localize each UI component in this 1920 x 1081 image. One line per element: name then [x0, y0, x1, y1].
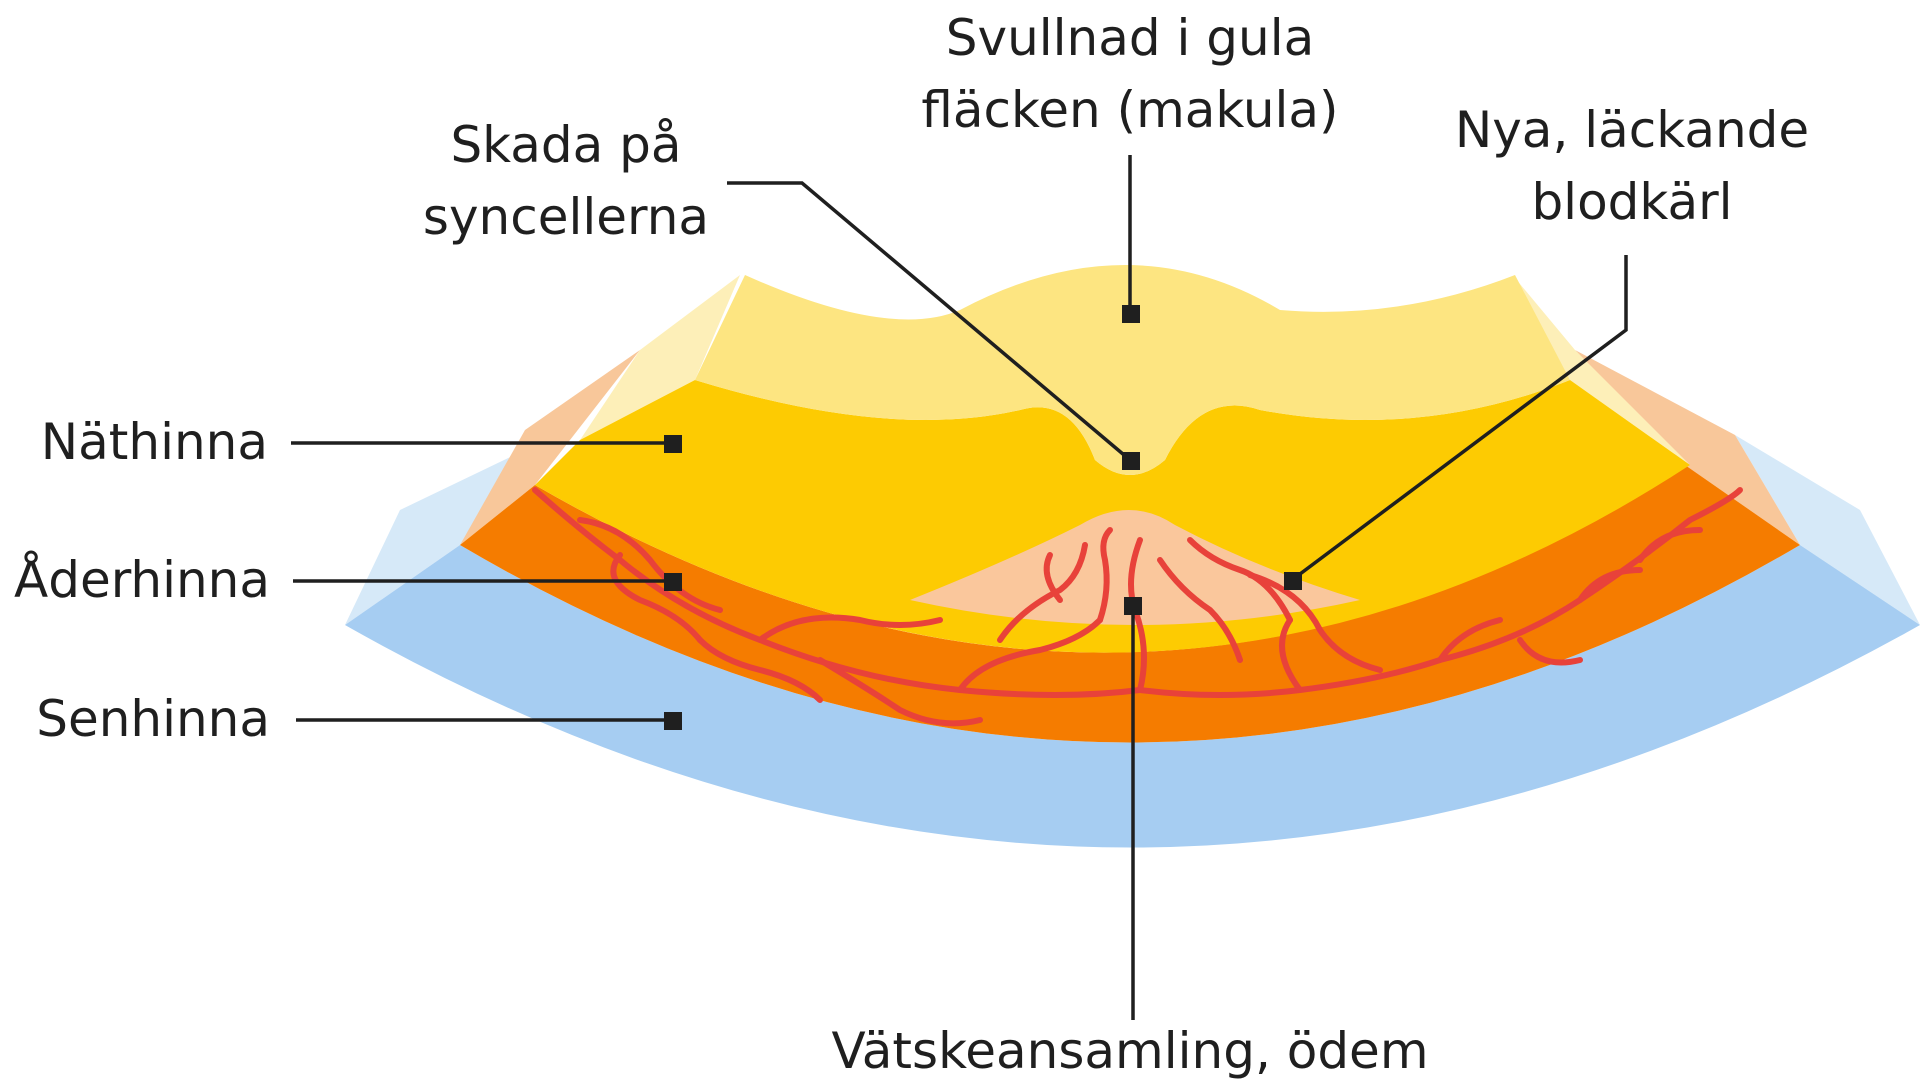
labels: Svullnad i gula fläcken (makula) Skada p…: [14, 9, 1809, 1080]
marker-vessels: [1284, 572, 1302, 590]
marker-swelling: [1122, 305, 1140, 323]
choroid-band: [460, 465, 1800, 743]
macula-swelling: [695, 265, 1570, 475]
markers: [664, 305, 1302, 730]
sclera-band: [345, 545, 1920, 848]
marker-fluid: [1124, 597, 1142, 615]
sclera-side-right: [1735, 435, 1920, 625]
label-damage-line1: Skada på: [450, 116, 681, 174]
blood-vessels: [532, 487, 1743, 727]
choroid-layer: [460, 350, 1800, 743]
label-damage-line2: syncellerna: [423, 188, 709, 246]
marker-retina: [664, 435, 682, 453]
label-vessels-line2: blodkärl: [1531, 173, 1732, 231]
marker-choroid: [664, 573, 682, 591]
label-swelling-line1: Svullnad i gula: [946, 9, 1315, 67]
label-vessels-line1: Nya, läckande: [1455, 101, 1809, 159]
marker-damage: [1122, 452, 1140, 470]
label-fluid: Vätskeansamling, ödem: [831, 1022, 1428, 1080]
retina-side-left: [580, 275, 740, 440]
choroid-side-left: [460, 350, 640, 545]
leader-damage: [727, 181, 1132, 462]
leader-lines: [291, 155, 1628, 1020]
label-retina: Näthinna: [41, 413, 268, 471]
choroid-side-right: [1575, 350, 1800, 545]
label-sclera: Senhinna: [36, 690, 270, 748]
marker-sclera: [664, 712, 682, 730]
label-choroid: Åderhinna: [14, 551, 270, 609]
label-swelling-line2: fläcken (makula): [921, 81, 1338, 139]
leader-vessels: [1290, 255, 1628, 582]
